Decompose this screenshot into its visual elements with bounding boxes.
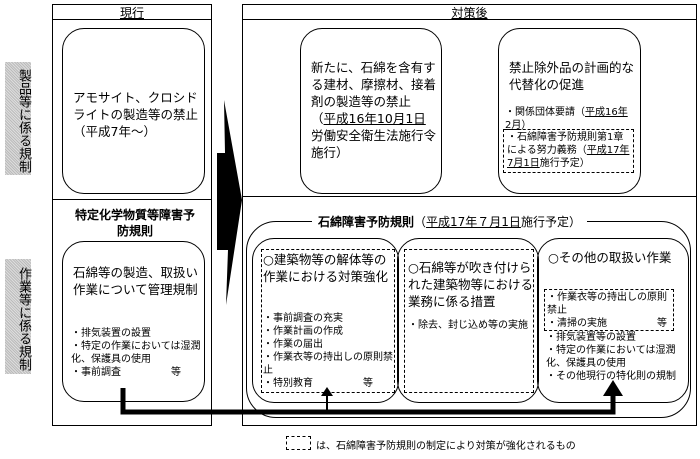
ban-box: 新たに、石綿を含有する建材、摩擦材、接着剤の製造等の禁止 （平成16年10月1日… [300, 28, 442, 194]
current-header: 現行 [119, 6, 144, 20]
current-work-text: 石綿等の製造、取扱い作業について管理規制 [73, 265, 199, 297]
other-title: ○その他の取扱い作業 [548, 250, 672, 265]
connector-line [120, 388, 616, 415]
demolition-box: ○建築物等の解体等の作業における対策強化 ・事前調査の充実 ・作業計画の作成 ・… [252, 238, 399, 403]
bullet: ・特別教育 等 [263, 378, 373, 389]
bullet: ・清掃の実施 等 [547, 318, 667, 329]
divider [242, 19, 697, 20]
bullet: ・特定の作業においては湿潤化、保護具の使用 [71, 341, 201, 365]
legend-text: は、石綿障害予防規則の制定により対策が強化されるもの [316, 441, 576, 452]
divider [52, 199, 212, 200]
side-label-work: 作業等に係る規制 [5, 259, 31, 374]
dashed-region [404, 249, 534, 393]
side-label-products: 製品等に係る規制 [5, 62, 31, 175]
ban-text: 新たに、石綿を含有する建材、摩擦材、接着剤の製造等の禁止 [311, 60, 437, 109]
bullet: ・事前調査 等 [71, 367, 181, 378]
bullet: ・特定の作業においては湿潤化、保護具の使用 [546, 345, 676, 369]
bullet: ・事前調査の充実 [263, 313, 343, 324]
after-header: 対策後 [451, 6, 488, 20]
divider [52, 19, 212, 20]
bullet: ・その他現行の特化則の規制 [546, 371, 676, 382]
bullet: ・作業衣等の持出しの原則禁止 [263, 352, 393, 376]
other-box: ○その他の取扱い作業 ・作業衣等の持出しの原則禁止 ・清掃の実施 等 ・排気装置… [537, 238, 689, 403]
ban-date: 平成16年10月1日 [323, 111, 426, 126]
bullet: ・排気装置等の設置 [546, 332, 636, 343]
after-column [242, 4, 697, 426]
arrowhead-icon [603, 380, 623, 396]
current-product-text: アモサイト、クロシドライトの製造等の禁止（平成7年～） [73, 90, 199, 139]
big-right-arrow-icon [217, 100, 242, 305]
bullet: ・除去、封じ込め等の実施 [408, 320, 528, 331]
substitute-bullet: ・関係団体要請（平成16年2月） [505, 107, 628, 131]
legend-dashed-sample [286, 436, 311, 450]
demolition-title: ○建築物等の解体等の作業における対策強化 [263, 252, 389, 284]
substitute-box: 禁止除外品の計画的な代替化の促進 ・関係団体要請（平成16年2月） ・石綿障害予… [498, 28, 641, 194]
bullet: ・作業衣等の持出しの原則禁止 [547, 292, 667, 316]
sprayed-box: ○石綿等が吹き付けられた建築物等における業務に係る措置 ・除去、封じ込め等の実施 [397, 238, 539, 403]
current-product-box: アモサイト、クロシドライトの製造等の禁止（平成7年～） [62, 28, 205, 194]
sprayed-title: ○石綿等が吹き付けられた建築物等における業務に係る措置 [408, 260, 534, 309]
other-dashed-bullets: ・作業衣等の持出しの原則禁止 ・清掃の実施 等 [544, 289, 674, 331]
current-work-bullets: ・排気装置の設置 ・特定の作業においては湿潤化、保護具の使用 ・事前調査 等 [71, 327, 201, 379]
current-work-box: 石綿等の製造、取扱い作業について管理規制 ・排気装置の設置 ・特定の作業において… [62, 241, 205, 402]
divider [242, 196, 697, 197]
current-column [52, 4, 212, 426]
substitute-text: 禁止除外品の計画的な代替化の促進 [509, 60, 635, 92]
bullet: ・排気装置の設置 [71, 328, 151, 339]
bullet: ・作業計画の作成 [263, 326, 343, 337]
ban-note: 労働安全衛生法施行令施行） [311, 128, 437, 160]
substitute-dashed-bullet: ・石綿障害予防規則第1章による努力義務（平成17年7月1日施行予定） [503, 129, 634, 173]
asbestos-rule-title: 石綿障害予防規則（平成17年７月1日施行予定） [312, 213, 587, 230]
bullet: ・作業の届出 [263, 339, 323, 350]
arrowhead-icon [321, 387, 333, 396]
current-regulation-title: 特定化学物質等障害予防規則 [74, 208, 195, 238]
paren: （ [311, 111, 324, 126]
